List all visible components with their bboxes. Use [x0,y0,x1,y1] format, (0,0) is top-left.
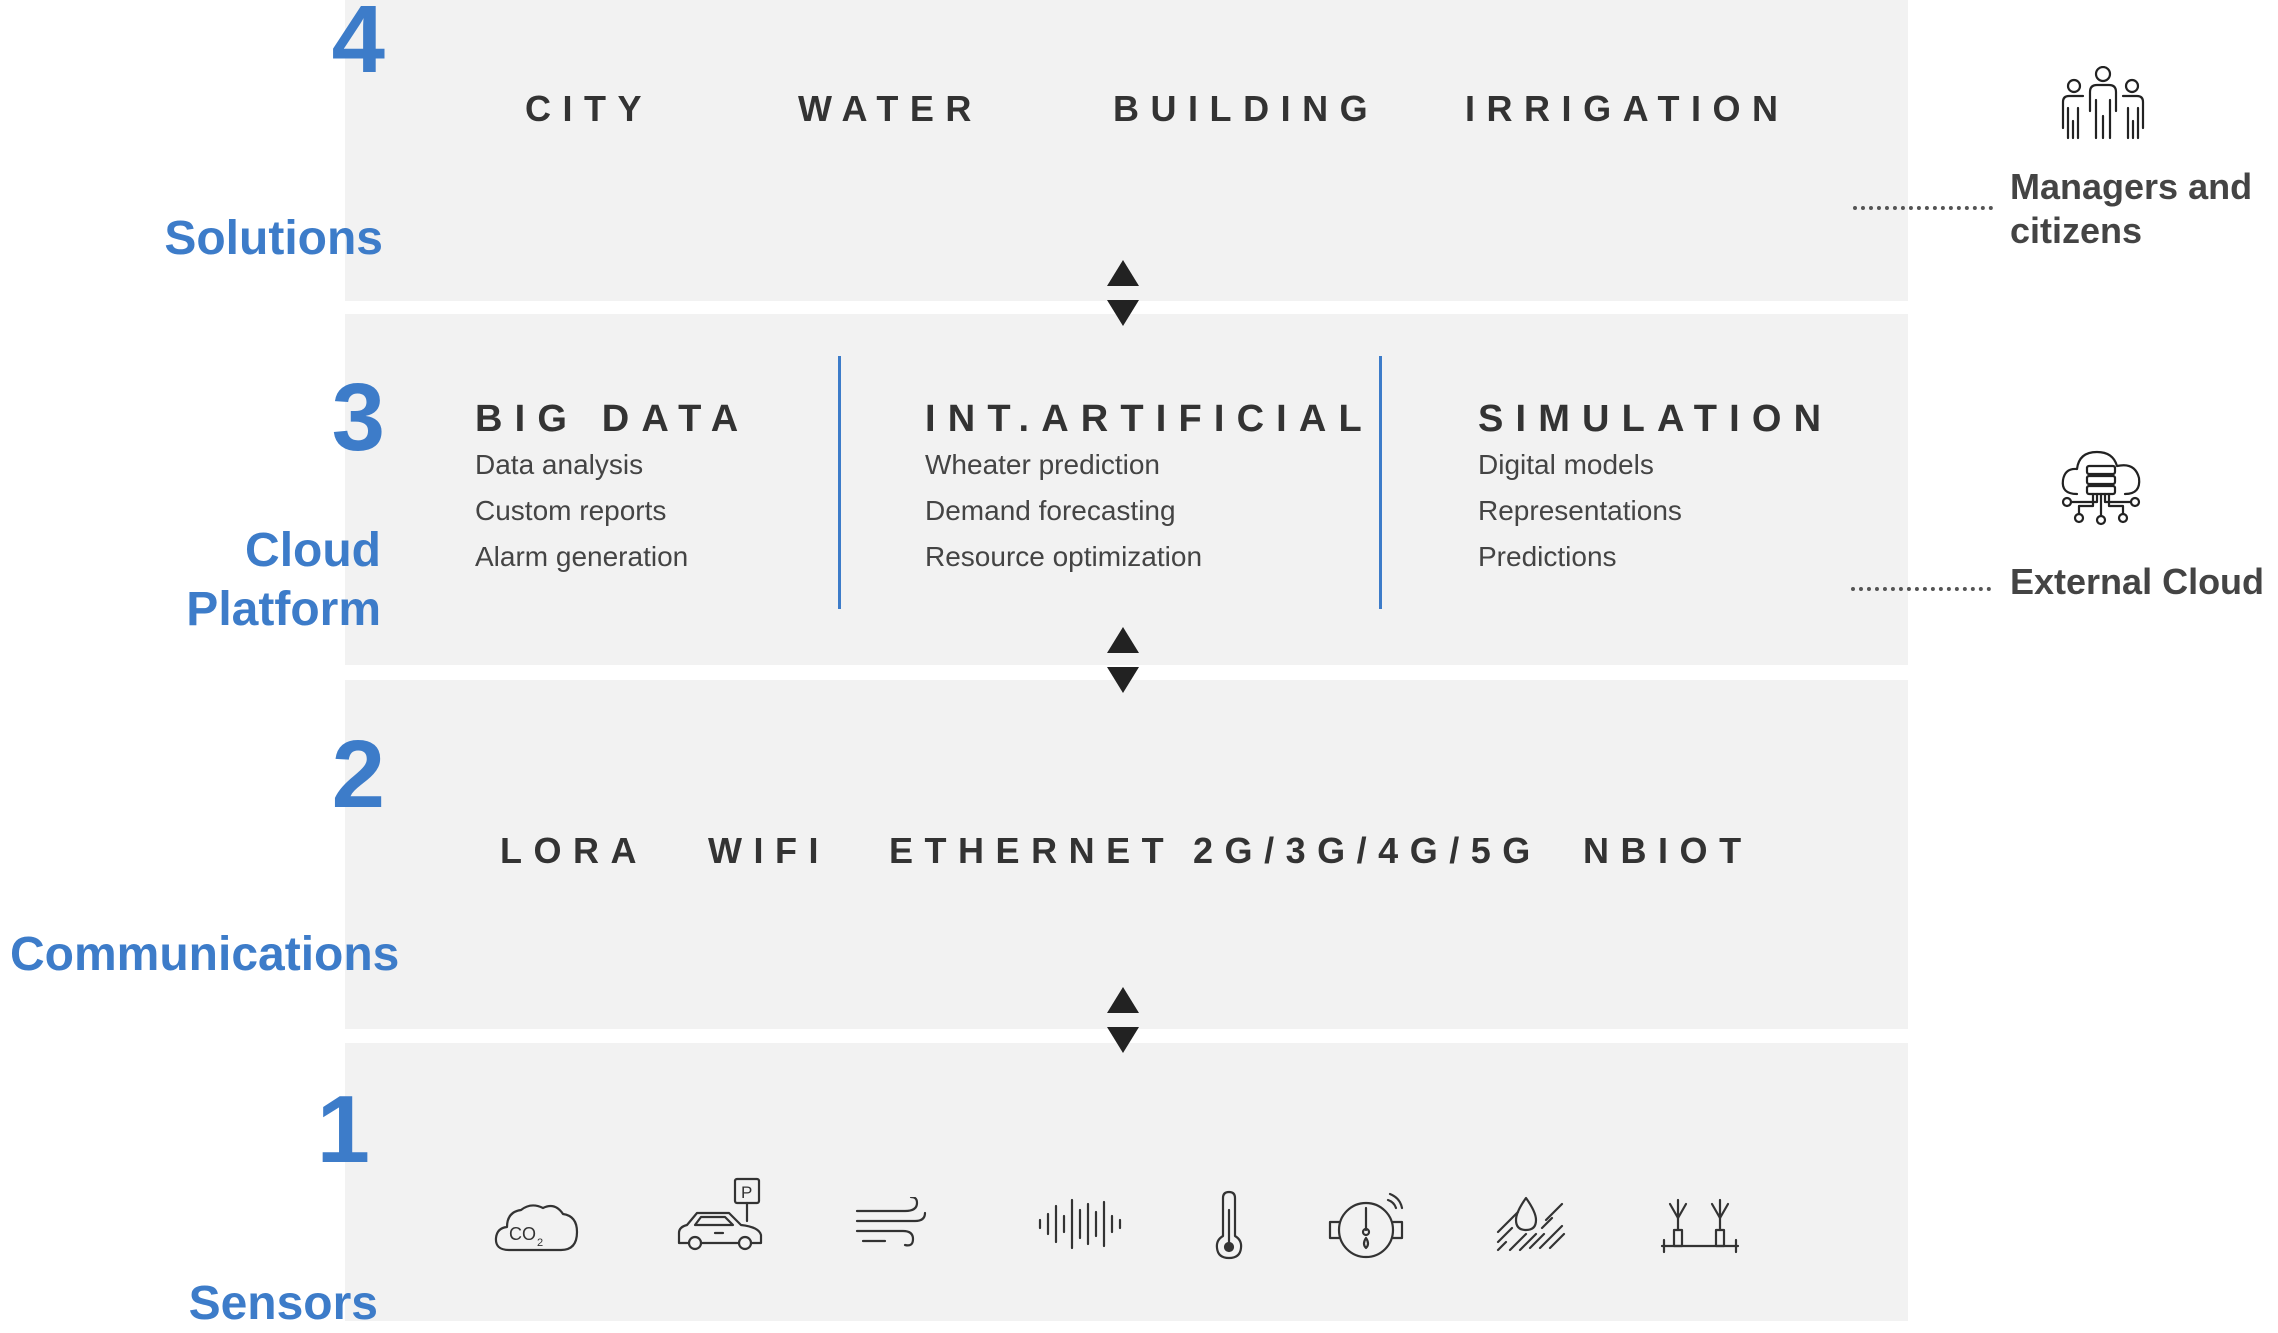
column-title-simulation: SIMULATION [1478,398,1834,440]
water-meter-icon [1328,1192,1404,1259]
communications-layer-band [345,680,1908,1029]
up-down-arrow-icon [1107,627,1139,693]
up-down-arrow-icon [1107,987,1139,1053]
solution-item-city: CITY [525,88,654,129]
layer-name-cloud: Cloud [245,524,381,577]
co2-icon: CO 2 [494,1204,579,1252]
svg-text:CO: CO [509,1224,536,1244]
column-title-big-data: BIG DATA [475,398,751,440]
layer-name-platform: Platform [186,583,381,636]
solution-item-building: BUILDING [1113,88,1380,129]
big-data-item: Custom reports [475,495,667,526]
comm-item-ethernet: ETHERNET [889,830,1176,871]
managers-citizens-label: Managers and [2010,166,2253,207]
layer-name-solutions: Solutions [164,212,383,265]
rain-soil-icon [1496,1196,1566,1252]
simulation-item: Digital models [1478,449,1654,480]
column-divider [1379,356,1382,609]
layer-number-2: 2 [331,721,385,828]
int-artificial-item: Wheater prediction [925,449,1161,480]
solution-item-water: WATER [798,88,983,129]
big-data-item: Alarm generation [475,541,689,572]
wind-icon [855,1197,927,1247]
solution-item-irrigation: IRRIGATION [1465,88,1790,129]
int-artificial-item: Demand forecasting [925,495,1176,526]
sensors-layer-band [345,1043,1908,1321]
solutions-layer-band [345,0,1908,301]
layer-name-communications: Communications [10,928,400,981]
connector-dotted-line [1851,587,1991,591]
comm-item-cellular: 2G/3G/4G/5G [1193,830,1542,871]
people-group-icon [2061,66,2145,140]
column-title-int-artificial: INT.ARTIFICIAL [925,398,1374,440]
layer-name-sensors: Sensors [188,1277,378,1330]
column-divider [838,356,841,609]
svg-text:2: 2 [537,1237,543,1249]
cloud-platform-layer-band [345,314,1908,665]
connector-dotted-line [1853,206,1993,210]
thermometer-icon [1215,1190,1243,1260]
svg-text:P: P [741,1183,752,1202]
int-artificial-item: Resource optimization [925,541,1203,572]
simulation-item: Representations [1478,495,1682,526]
comm-item-wifi: WIFI [708,830,831,871]
parking-car-icon: P [677,1177,763,1251]
cloud-server-icon [2061,450,2141,526]
simulation-item: Predictions [1478,541,1617,572]
comm-item-nbiot: NBIOT [1583,830,1753,871]
comm-item-lora: LORA [500,830,649,871]
big-data-item: Data analysis [475,449,644,480]
up-down-arrow-icon [1107,260,1139,326]
sound-wave-icon [1038,1198,1122,1250]
sprinkler-icon [1660,1198,1740,1254]
layer-number-4: 4 [331,0,385,93]
external-cloud-label: External Cloud [2010,561,2265,602]
managers-citizens-label: citizens [2010,210,2143,251]
layer-number-3: 3 [331,364,385,471]
layer-number-1: 1 [316,1076,370,1183]
